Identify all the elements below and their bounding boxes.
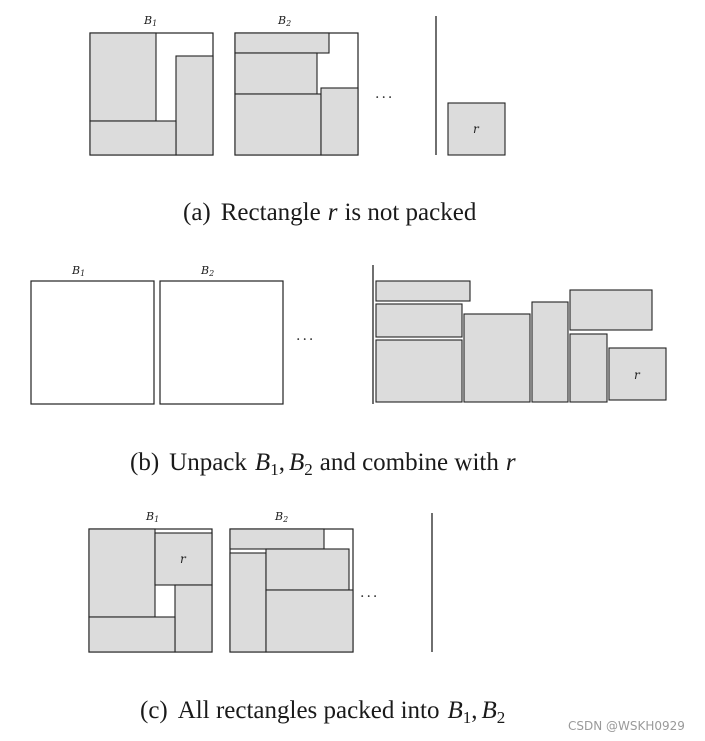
panel-b-item bbox=[375, 303, 463, 338]
panel-b-rectangle-r-label: r bbox=[634, 368, 641, 382]
panel-a-bin2-item bbox=[234, 32, 330, 54]
watermark: CSDN @WSKH0929 bbox=[568, 719, 685, 733]
panel-b-rectangle-r bbox=[608, 347, 667, 401]
panel-a-bin1-label: B1 bbox=[143, 14, 157, 28]
panel-c-rectangle-r bbox=[154, 532, 213, 586]
panel-c-bin2-item bbox=[265, 589, 354, 653]
panel-c-bin1-item bbox=[88, 616, 176, 653]
panel-a-bin2-item bbox=[234, 52, 318, 95]
panel-b-item bbox=[569, 333, 608, 403]
panel-a-bin2-label: B2 bbox=[277, 14, 291, 28]
panel-a-rectangle-r-label: r bbox=[473, 122, 480, 136]
panel-b-item bbox=[375, 280, 471, 302]
panel-a-bin1-item bbox=[89, 32, 157, 122]
panel-c-bin2-item bbox=[265, 548, 350, 591]
panel-b-item bbox=[375, 339, 463, 403]
panel-a-bin1-item bbox=[89, 120, 177, 156]
panel-c-bin2-label: B2 bbox=[274, 510, 288, 524]
panel-c-bin2-item bbox=[229, 528, 325, 550]
panel-a-rectangle-r bbox=[447, 102, 506, 156]
panel-b-item bbox=[531, 301, 569, 403]
panel-a-ellipsis: ... bbox=[375, 86, 394, 102]
panel-b-bin2 bbox=[159, 280, 284, 405]
panel-b-bin2-label: B2 bbox=[200, 264, 214, 278]
panel-a-bin2-item bbox=[234, 93, 322, 156]
panel-a-bin2-item bbox=[320, 87, 359, 156]
panel-b-item bbox=[463, 313, 531, 403]
panel-b-bin1-label: B1 bbox=[71, 264, 85, 278]
panel-b-bin1 bbox=[30, 280, 155, 405]
panel-c-bin1-label: B1 bbox=[145, 510, 159, 524]
panel-b-item bbox=[569, 289, 653, 331]
panel-c-bin1-item bbox=[88, 528, 156, 618]
panel-c-bin2-item bbox=[229, 552, 267, 653]
panel-b-ellipsis: ... bbox=[296, 328, 315, 344]
panel-c-rectangle-r-label: r bbox=[180, 552, 187, 566]
panel-c-bin1-item bbox=[174, 584, 213, 653]
panel-c: B1 r B2 ... (c)All rectangles packed int… bbox=[88, 510, 505, 727]
panel-a-bin1-item bbox=[175, 55, 214, 156]
panel-c-ellipsis: ... bbox=[360, 585, 379, 601]
